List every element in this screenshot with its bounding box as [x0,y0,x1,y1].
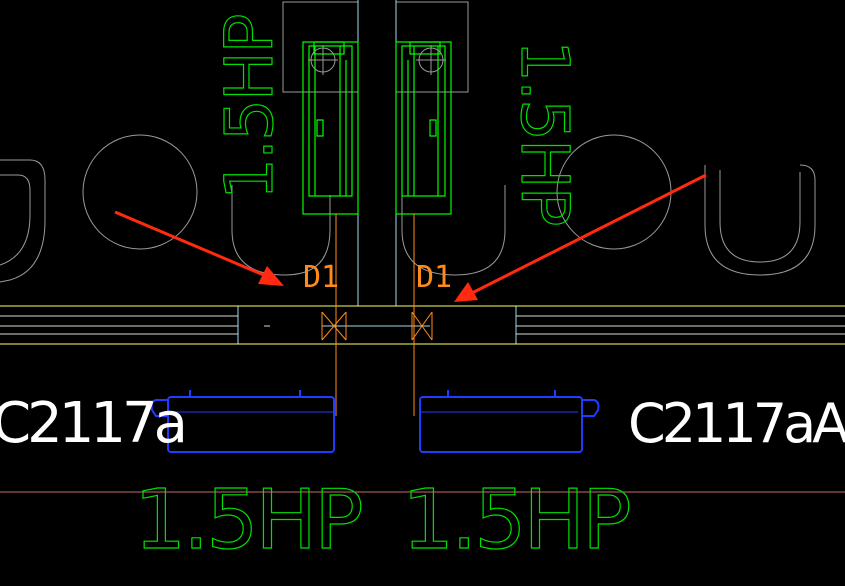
wall-lines [0,305,845,345]
right-damper-valve [411,311,433,341]
center-right-u-fixture [401,185,506,276]
center-left-u-fixture [231,185,331,276]
right-indoor-unit-body [419,396,583,453]
left-arrow-shaft [114,210,267,278]
right-unit-inner [401,45,446,197]
annotation-arrows [114,173,707,302]
code-label-left: C2117a [0,391,184,456]
code-label-right: C2117aA [628,392,845,455]
left-indoor-unit-end [150,399,168,417]
left-damper-valve [321,311,347,341]
right-arrow-head [454,282,478,302]
right-u-fixture-inner [719,170,801,263]
grey-outlines [0,1,816,283]
left-unit-inner [308,45,353,197]
hp-vertical-label-left: 1.5HP [211,15,288,200]
hp-vertical-label-right: 1.5HP [506,40,583,225]
right-indoor-unit-end [582,399,600,417]
left-arrow-head [258,266,284,286]
d1-label-right: D1 [416,260,452,295]
d1-label-left: D1 [303,260,339,295]
right-unit-slot [429,119,437,137]
left-indoor-unit-body [167,396,335,453]
hp-bottom-label-left: 1.5HP [134,473,361,568]
left-u-fixture-inner [0,174,31,266]
indoor-units [150,390,600,453]
pipes [321,214,433,416]
left-unit-slot [316,119,324,137]
left-u-fixture-outer [0,159,46,283]
left-unit-cap [313,41,345,55]
right-u-fixture-outer [704,164,816,276]
green-units [302,41,452,215]
left-round-unit-circle [82,134,198,250]
wall-inner-lines [0,315,845,335]
right-unit-cap [409,41,441,55]
right-arrow-shaft [471,173,707,295]
hp-bottom-label-right: 1.5HP [402,473,629,568]
fan-circles [308,45,446,75]
